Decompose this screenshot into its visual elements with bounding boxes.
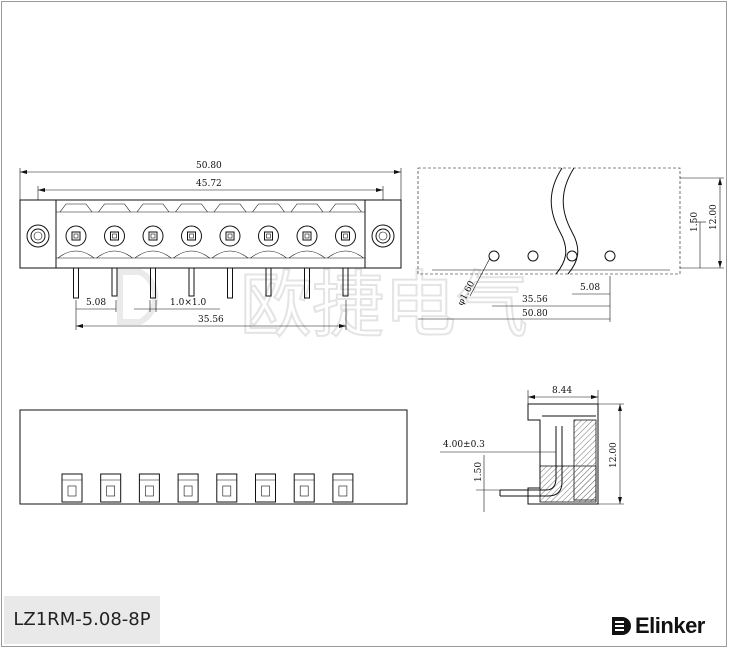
rear-view [19,409,408,505]
dim-overall-width: 50.80 [196,161,222,171]
terminal-position [250,203,287,259]
rear-slot [332,473,354,503]
rear-slot [293,473,315,503]
dim-pitch: 5.08 [86,298,106,308]
dim-pin-span: 35.56 [198,315,224,325]
pin [111,267,118,297]
pin [188,267,195,297]
dim-top-overall: 50.80 [522,309,548,319]
terminal-position [288,203,326,259]
brand-logo: Elinker [610,611,705,641]
mount-hole-left [26,224,50,248]
terminal-position [96,203,133,259]
rear-slot [138,473,160,503]
brand-mark-icon [612,617,631,635]
rear-slot [177,473,199,503]
rear-slot [255,473,276,503]
dim-height-total: 12.00 [709,204,719,230]
terminal-position [134,203,172,259]
pin [73,267,79,299]
top-view: φ1.60 12.00 1.50 5.08 35.56 50.80 [417,167,724,322]
pcb-hole [566,250,578,262]
pin [150,267,156,299]
watermark-text: 欧捷电气 [240,263,528,347]
terminal-position [57,203,95,259]
dim-top-pitch: 5.08 [580,283,600,293]
mount-hole-right [371,224,395,248]
rear-slot [216,473,238,503]
brand-name: Elinker [635,613,705,638]
part-number-label: LZ1RM-5.08-8P [4,596,160,644]
pcb-hole [527,250,539,262]
rear-slot [61,473,83,503]
rear-slot [100,473,122,503]
terminal-position [173,203,210,259]
connector-body [19,199,402,269]
dim-side-height: 12.00 [609,442,619,468]
dim-top-offset: 1.50 [690,212,700,232]
pin [227,267,233,299]
dim-inner-width: 45.72 [196,179,222,189]
terminal-position [211,203,249,259]
dim-pin-length: 4.00±0.3 [443,440,485,450]
dim-depth: 8.44 [552,386,572,396]
terminal-position [327,203,364,259]
dim-top-span: 35.56 [522,295,548,305]
side-view: 8.44 12.00 4.00±0.3 1.50 [440,386,624,512]
pin [265,267,272,297]
pin [304,267,310,299]
pcb-hole [604,250,616,262]
pcb-hole [488,250,500,262]
front-view: 50.80 45.72 5.08 [19,161,402,330]
dim-pin-size: 1.0×1.0 [170,298,206,308]
dim-side-offset: 1.50 [474,462,484,482]
pin [342,267,349,297]
